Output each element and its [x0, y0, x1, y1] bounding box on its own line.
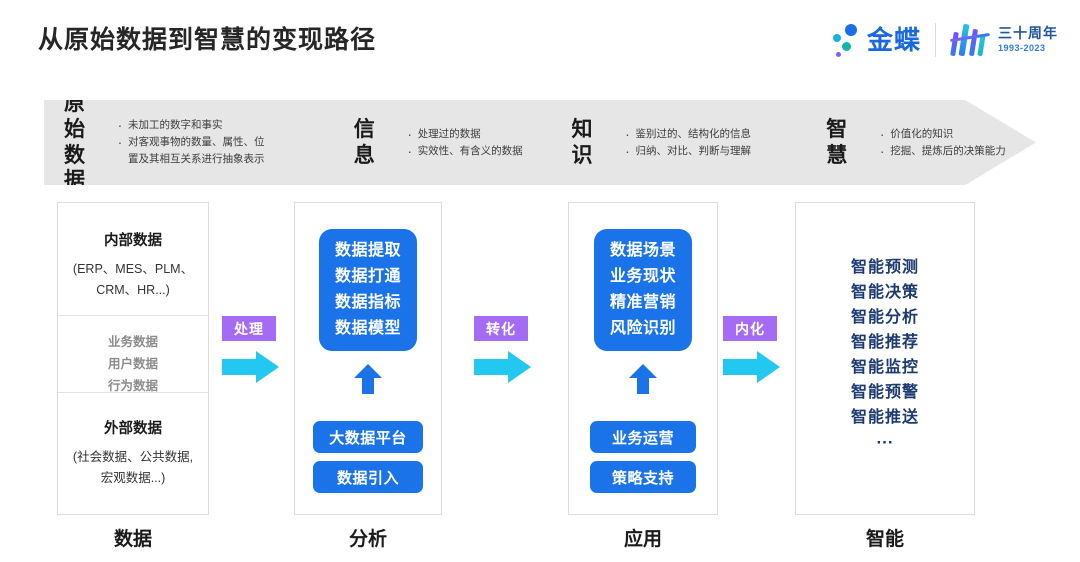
- application-capability-line: 数据场景: [609, 242, 676, 259]
- analysis-platform-pill: 大数据平台: [313, 421, 423, 453]
- bullet-dot-icon: ·: [407, 125, 413, 142]
- external-data-heading: 外部数据: [104, 421, 162, 437]
- connector-label: 转化: [474, 316, 528, 341]
- band-segment-knowledge: 知 识 · 鉴别过的、结构化的信息 · 归纳、对比、判断与理解: [571, 117, 816, 168]
- anniversary-title: 三十周年: [998, 25, 1058, 42]
- external-data-sub-line2: 宏观数据...): [100, 471, 166, 485]
- band-segment-wisdom: 智 慧 · 价值化的知识 · 挖掘、提炼后的决策能力: [826, 117, 1036, 168]
- intelligence-item: 智能推荐: [850, 334, 919, 351]
- connector-transform: 转化: [474, 316, 532, 384]
- intelligence-item: 智能分析: [850, 309, 919, 326]
- kingdee-dots-icon: [829, 21, 863, 59]
- band-segment-title: 知 识: [571, 117, 594, 167]
- stage-label-analysis: 分析: [348, 529, 387, 550]
- bullet-dot-icon: ·: [879, 125, 885, 142]
- application-capability-line: 业务现状: [609, 268, 676, 285]
- band-bullet: 鉴别过的、结构化的信息: [635, 127, 751, 140]
- band-bullet: 归纳、对比、判断与理解: [635, 144, 751, 157]
- page-title: 从原始数据到智慧的变现路径: [38, 26, 377, 54]
- bullet-dot-icon: ·: [625, 125, 630, 142]
- stage-label-application: 应用: [623, 529, 662, 550]
- analysis-capability-line: 数据提取: [334, 242, 401, 259]
- intelligence-list: 智能预测 智能决策 智能分析 智能推荐 智能监控 智能预警 智能推送 ···: [795, 255, 975, 456]
- right-arrow-icon: [474, 350, 532, 384]
- application-strategy-pill: 策略支持: [590, 461, 696, 493]
- analysis-ingest-pill: 数据引入: [313, 461, 423, 493]
- brand-divider: [935, 23, 936, 57]
- band-segment-title: 信 息: [353, 117, 376, 167]
- anniversary-mark-icon: [950, 22, 990, 58]
- connector-internalize: 内化: [723, 316, 781, 384]
- band-bullet: 实效性、有含义的数据: [417, 144, 523, 157]
- connector-label: 内化: [723, 316, 777, 341]
- up-arrow-icon: [626, 362, 660, 396]
- anniversary-years: 1993-2023: [998, 42, 1046, 53]
- band-bullet: 挖掘、提炼后的决策能力: [890, 144, 1006, 157]
- data-types-section: 业务数据 用户数据 行为数据: [58, 316, 208, 393]
- bullet-dot-icon: ·: [879, 142, 885, 159]
- internal-data-sub-line1: (ERP、MES、PLM、: [72, 262, 194, 276]
- data-type-item: 行为数据: [107, 379, 158, 393]
- bullet-dot-icon: ·: [407, 142, 413, 159]
- bullet-dot-icon: ·: [625, 142, 630, 159]
- application-capability-line: 风险识别: [609, 320, 676, 337]
- intelligence-item: 智能推送: [850, 409, 919, 426]
- analysis-capability-line: 数据指标: [334, 294, 401, 311]
- band-segment-title: 智 慧: [826, 117, 849, 167]
- column-card-intelligence: [795, 202, 975, 515]
- application-capability-line: 精准营销: [609, 294, 676, 311]
- right-arrow-icon: [723, 350, 781, 384]
- data-type-item: 业务数据: [107, 335, 158, 349]
- band-bullet: 对客观事物的数量、属性、位: [128, 136, 265, 148]
- band-bullet: 未加工的数字和事实: [128, 119, 223, 131]
- connector-label: 处理: [222, 316, 276, 341]
- stage-label-intelligence: 智能: [865, 529, 904, 550]
- column-card-data: 内部数据 (ERP、MES、PLM、 CRM、HR...) 业务数据 用户数据 …: [57, 202, 209, 515]
- stage-label-data: 数据: [113, 529, 152, 550]
- application-operations-pill: 业务运营: [590, 421, 696, 453]
- analysis-capability-line: 数据模型: [334, 320, 401, 337]
- maturity-band: 原始 数据 · 未加工的数字和事实 · 对客观事物的数量、属性、位 置及其相互关系进…: [44, 92, 1036, 192]
- band-segment-raw-data: 原始 数据 · 未加工的数字和事实 · 对客观事物的数量、属性、位 置及其相互关系进…: [64, 91, 354, 193]
- bullet-dot-icon: ·: [117, 134, 123, 150]
- right-arrow-icon: [222, 350, 280, 384]
- brand-name: 金蝶: [866, 25, 921, 55]
- analysis-capability-line: 数据打通: [334, 268, 401, 285]
- bullet-dot-icon: ·: [117, 117, 123, 133]
- band-segment-information: 信 息 · 处理过的数据 · 实效性、有含义的数据: [354, 117, 554, 168]
- band-segment-title: 原始 数据: [64, 92, 86, 193]
- intelligence-item: 智能监控: [850, 359, 919, 376]
- intelligence-item: 智能预警: [850, 384, 919, 401]
- connector-process: 处理: [222, 316, 280, 384]
- application-capability-box: 数据场景 业务现状 精准营销 风险识别: [594, 229, 692, 351]
- data-type-item: 用户数据: [107, 357, 158, 371]
- anniversary-badge: 三十周年 1993-2023: [950, 22, 1058, 58]
- band-bullet: 置及其相互关系进行抽象表示: [128, 153, 265, 165]
- intelligence-ellipsis: ···: [876, 433, 894, 452]
- internal-data-heading: 内部数据: [104, 233, 162, 249]
- internal-data-section: 内部数据 (ERP、MES、PLM、 CRM、HR...): [58, 203, 208, 316]
- intelligence-item: 智能决策: [850, 284, 919, 301]
- up-arrow-icon: [351, 362, 385, 396]
- intelligence-item: 智能预测: [850, 259, 919, 276]
- brand-logo: 金蝶 三十周年 1993-2023: [829, 18, 1058, 62]
- external-data-sub-line1: (社会数据、公共数据,: [72, 450, 194, 464]
- band-bullet: 价值化的知识: [890, 127, 954, 140]
- internal-data-sub-line2: CRM、HR...): [96, 283, 170, 297]
- external-data-section: 外部数据 (社会数据、公共数据, 宏观数据...): [58, 393, 208, 489]
- analysis-capability-box: 数据提取 数据打通 数据指标 数据模型: [319, 229, 417, 351]
- band-bullet: 处理过的数据: [417, 127, 481, 140]
